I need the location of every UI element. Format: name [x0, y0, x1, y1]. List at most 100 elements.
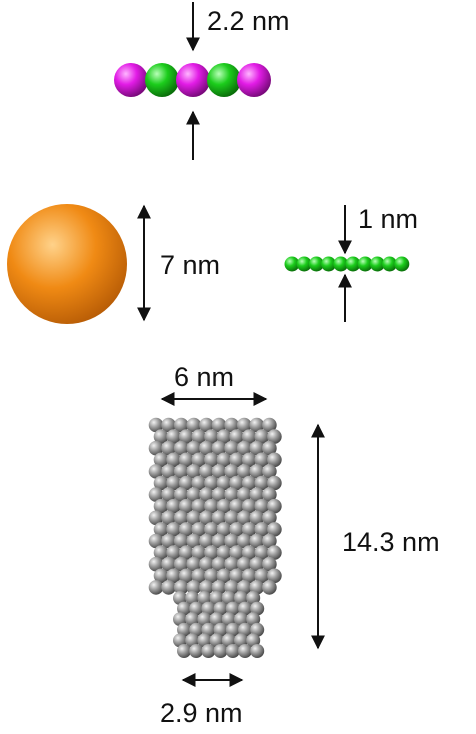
- column-bead: [148, 417, 164, 433]
- bead-magenta: [114, 63, 148, 97]
- column-bead: [254, 522, 270, 537]
- column-bead: [241, 452, 257, 468]
- column-bead: [189, 601, 204, 616]
- column-bead: [186, 417, 202, 433]
- column-bead: [236, 533, 252, 549]
- column-bead: [204, 475, 219, 491]
- column-bead: [216, 452, 232, 468]
- column-bead: [249, 440, 265, 456]
- column-top-width-label: 6 nm: [174, 362, 234, 392]
- column-bead: [254, 545, 270, 560]
- column-bead: [199, 533, 214, 549]
- column-bead: [173, 612, 187, 627]
- column-bead: [153, 475, 169, 491]
- column-bead: [199, 440, 214, 456]
- sphere-diameter-label: 7 nm: [160, 250, 220, 280]
- column-bead: [236, 487, 252, 502]
- rod-bead: [369, 256, 385, 272]
- column-bead: [236, 440, 252, 456]
- bead-magenta: [237, 63, 271, 97]
- column-bead: [204, 545, 219, 560]
- column-bead: [216, 475, 232, 491]
- column-bead: [197, 612, 212, 627]
- column-bead: [262, 510, 277, 526]
- column-bead: [204, 568, 219, 584]
- column-bead: [229, 429, 244, 444]
- rod-bead: [296, 256, 312, 272]
- column-bead: [225, 644, 240, 658]
- column-bead: [161, 464, 176, 479]
- column-bead: [216, 429, 232, 444]
- column-bead: [211, 487, 227, 502]
- bead-chain: [114, 63, 271, 97]
- column-bead: [189, 622, 204, 637]
- column-bead: [267, 475, 282, 491]
- column-bead: [211, 464, 227, 479]
- column-bead: [191, 429, 207, 444]
- column-bead: [199, 510, 214, 526]
- column-bead: [199, 487, 214, 502]
- column-bead: [186, 556, 202, 572]
- rod-bead: [321, 256, 337, 272]
- column-bead: [262, 580, 277, 595]
- column-bead: [254, 429, 270, 444]
- column-bead: [153, 452, 169, 468]
- column-bead: [262, 556, 277, 572]
- column-bead: [234, 633, 248, 648]
- column-bead: [199, 464, 214, 479]
- column-bead: [224, 556, 239, 572]
- column-bead: [204, 498, 219, 514]
- column-bead: [199, 417, 214, 433]
- column-bead: [246, 591, 261, 605]
- column-bead: [234, 591, 248, 605]
- column-bead: [173, 510, 189, 526]
- column-bead: [225, 622, 240, 637]
- column-bead: [191, 475, 207, 491]
- column-bead: [250, 622, 265, 637]
- bead-green: [145, 63, 179, 97]
- column-bead: [153, 545, 169, 560]
- column-bead: [201, 644, 216, 658]
- column-bead: [153, 568, 169, 584]
- bead-magenta: [176, 63, 210, 97]
- column-bead: [216, 498, 232, 514]
- rod-bead: [345, 256, 361, 272]
- column-bead: [153, 498, 169, 514]
- column-bead: [166, 545, 181, 560]
- column-bead: [267, 498, 282, 514]
- column-bead: [173, 591, 187, 605]
- column-bead: [166, 568, 181, 584]
- column-bead: [209, 591, 224, 605]
- column-bead: [224, 533, 239, 549]
- rod-bead: [357, 256, 373, 272]
- column-bead: [189, 644, 204, 658]
- column-bead: [209, 612, 224, 627]
- column-bead: [186, 487, 202, 502]
- column-bead: [173, 417, 189, 433]
- column-bead: [224, 487, 239, 502]
- column-bead: [229, 452, 244, 468]
- column-bead: [185, 633, 200, 648]
- column-bead: [191, 498, 207, 514]
- column-bead: [211, 510, 227, 526]
- column-bead: [201, 622, 216, 637]
- column-bead: [267, 452, 282, 468]
- column-bead: [249, 533, 265, 549]
- column-bead: [254, 452, 270, 468]
- column-bead: [267, 522, 282, 537]
- column-bead: [173, 533, 189, 549]
- column-bead: [221, 633, 236, 648]
- column-bead: [166, 522, 181, 537]
- column-bead: [178, 475, 194, 491]
- column-bead: [178, 545, 194, 560]
- column-bead: [186, 510, 202, 526]
- column-bead: [224, 464, 239, 479]
- column-bead: [224, 440, 239, 456]
- column-bead: [254, 568, 270, 584]
- column-bead: [267, 429, 282, 444]
- column-bead: [238, 601, 252, 616]
- column-bead: [262, 533, 277, 549]
- rod-bead: [284, 256, 300, 272]
- column-bead: [236, 417, 252, 433]
